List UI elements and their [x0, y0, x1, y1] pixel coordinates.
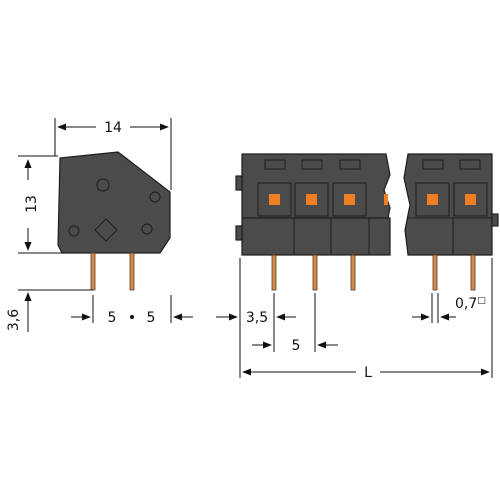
actuator-1: [269, 194, 280, 205]
dim-edge-offset-label: 3,5: [246, 310, 268, 326]
dim-side-width-label: 14: [104, 120, 122, 136]
dim-pin-offset: 3,6: [6, 289, 93, 332]
front-housing-left: [241, 153, 391, 219]
dim-side-pitch: 5 5: [71, 295, 193, 326]
dim-total-length-label: L: [364, 365, 372, 381]
actuator-4: [427, 194, 438, 205]
side-hole-bottom: [141, 223, 153, 235]
dim-edge-offset: 3,5: [216, 258, 296, 378]
front-view: [235, 153, 499, 291]
side-hole-left: [68, 225, 80, 237]
front-base-left: [241, 217, 391, 256]
dim-pitch-left-label: 5: [108, 310, 117, 326]
side-diamond: [94, 218, 118, 242]
dim-pin-offset-label: 3,6: [6, 309, 22, 331]
side-pin-right: [129, 252, 135, 291]
dim-pin-size: 0,7□: [412, 293, 486, 323]
actuator-2: [306, 194, 317, 205]
side-pin-left: [90, 252, 96, 291]
dim-side-width: 14: [54, 118, 172, 190]
dim-pitch: 5: [252, 293, 338, 354]
side-hole-top: [96, 178, 110, 192]
actuator-3: [344, 194, 355, 205]
front-housing-right: [403, 153, 493, 256]
actuator-5: [465, 194, 476, 205]
side-view-housing: [57, 151, 171, 254]
square-mark: □: [477, 296, 486, 306]
side-hole-right: [149, 191, 161, 203]
dim-pitch-label: 5: [292, 338, 301, 354]
dim-pin-size-label: 0,7□: [455, 296, 486, 312]
dim-pitch-right-label: 5: [147, 310, 156, 326]
dim-side-height-label: 13: [24, 195, 40, 213]
actuator-partial: [384, 194, 388, 205]
dim-total-length: L: [242, 258, 493, 381]
side-view: [57, 151, 171, 291]
dim-side-height: 13: [18, 155, 62, 254]
